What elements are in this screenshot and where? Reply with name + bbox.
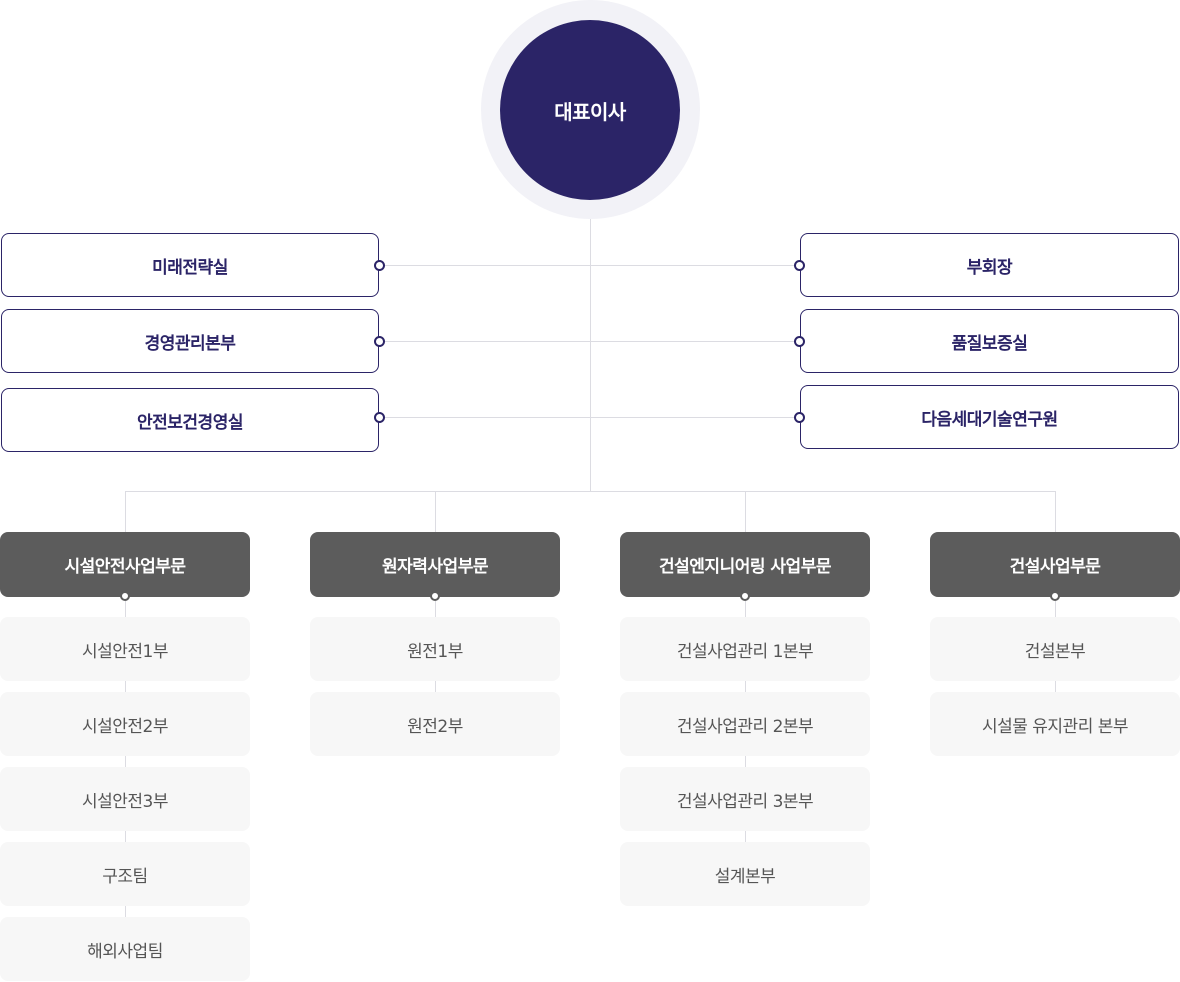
staff-connector-dot: [794, 336, 805, 347]
staff-connector-dot: [374, 336, 385, 347]
staff-line-1: [380, 265, 800, 266]
staff-line-3: [380, 417, 800, 418]
staff-box-vice-chairman[interactable]: 부회장: [800, 233, 1179, 297]
division-connector-dot: [1050, 591, 1060, 601]
ceo-trunk-line: [590, 219, 591, 492]
staff-connector-dot: [794, 412, 805, 423]
department-box[interactable]: 시설물 유지관리 본부: [930, 692, 1180, 756]
department-box[interactable]: 시설안전3부: [0, 767, 250, 831]
department-box[interactable]: 건설사업관리 2본부: [620, 692, 870, 756]
dept-spine-line-1: [125, 597, 126, 921]
department-box[interactable]: 시설안전1부: [0, 617, 250, 681]
department-box[interactable]: 해외사업팀: [0, 917, 250, 981]
staff-box-next-gen-research[interactable]: 다음세대기술연구원: [800, 385, 1179, 449]
division-drop-line-2: [435, 491, 436, 532]
staff-box-quality-assurance[interactable]: 품질보증실: [800, 309, 1179, 373]
staff-box-management[interactable]: 경영관리본부: [1, 309, 379, 373]
department-box[interactable]: 건설사업관리 3본부: [620, 767, 870, 831]
staff-connector-dot: [794, 260, 805, 271]
division-construction[interactable]: 건설사업부문: [930, 532, 1180, 597]
department-box[interactable]: 시설안전2부: [0, 692, 250, 756]
division-connector-dot: [430, 591, 440, 601]
division-connector-dot: [740, 591, 750, 601]
division-drop-line-4: [1055, 491, 1056, 532]
department-box[interactable]: 설계본부: [620, 842, 870, 906]
staff-box-future-strategy[interactable]: 미래전략실: [1, 233, 379, 297]
division-construction-engineering[interactable]: 건설엔지니어링 사업부문: [620, 532, 870, 597]
division-nuclear[interactable]: 원자력사업부문: [310, 532, 560, 597]
department-box[interactable]: 원전2부: [310, 692, 560, 756]
division-connector-dot: [120, 591, 130, 601]
department-box[interactable]: 건설본부: [930, 617, 1180, 681]
staff-connector-dot: [374, 412, 385, 423]
department-box[interactable]: 원전1부: [310, 617, 560, 681]
department-box[interactable]: 구조팀: [0, 842, 250, 906]
staff-line-2: [380, 341, 800, 342]
ceo-node[interactable]: 대표이사: [500, 20, 680, 200]
department-box[interactable]: 건설사업관리 1본부: [620, 617, 870, 681]
division-drop-line-1: [125, 491, 126, 532]
staff-box-safety-health[interactable]: 안전보건경영실: [1, 388, 379, 452]
division-bus-line: [125, 491, 1056, 492]
staff-connector-dot: [374, 260, 385, 271]
division-facility-safety[interactable]: 시설안전사업부문: [0, 532, 250, 597]
division-drop-line-3: [745, 491, 746, 532]
